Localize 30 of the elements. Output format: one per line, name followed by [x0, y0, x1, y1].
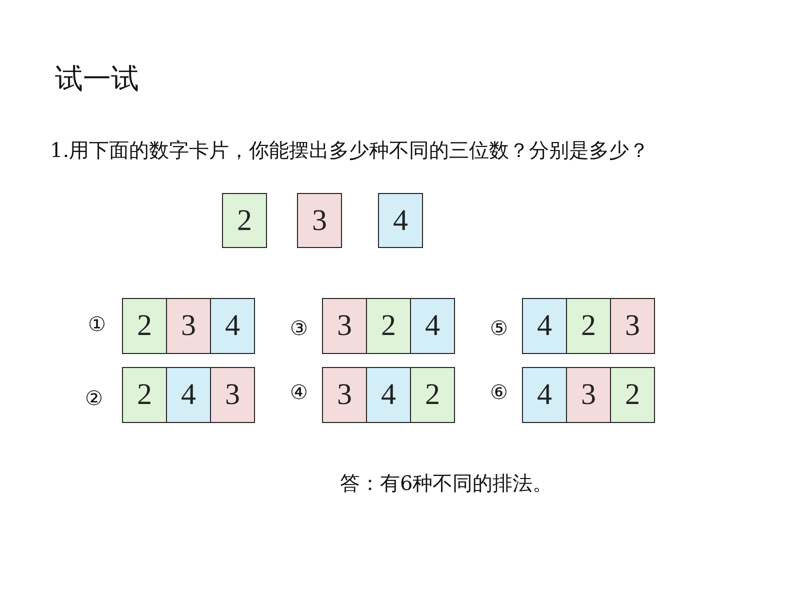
- number-card: 3: [322, 298, 367, 354]
- number-card: 2: [366, 298, 411, 354]
- number-card: 4: [522, 367, 567, 423]
- number-card: 3: [297, 193, 342, 248]
- item-number: ②: [85, 386, 103, 410]
- number-card: 2: [610, 367, 655, 423]
- number-card: 4: [166, 367, 211, 423]
- number-card: 4: [522, 298, 567, 354]
- item-number: ⑥: [490, 380, 508, 404]
- question-text: 1.用下面的数字卡片，你能摆出多少种不同的三位数？分别是多少？: [50, 137, 650, 164]
- number-card: 4: [366, 367, 411, 423]
- number-card: 3: [210, 367, 255, 423]
- number-card: 3: [566, 367, 611, 423]
- number-card: 3: [610, 298, 655, 354]
- number-card: 4: [210, 298, 255, 354]
- item-number: ④: [290, 380, 308, 404]
- number-card: 2: [566, 298, 611, 354]
- number-card: 2: [122, 367, 167, 423]
- answer-text: 答：有6种不同的排法。: [340, 470, 553, 497]
- item-number: ⑤: [490, 316, 508, 340]
- number-card: 4: [410, 298, 455, 354]
- number-card: 2: [222, 193, 267, 248]
- title: 试一试: [55, 61, 139, 97]
- item-number: ③: [290, 316, 308, 340]
- number-card: 4: [378, 193, 423, 248]
- item-number: ①: [88, 312, 106, 336]
- number-card: 2: [122, 298, 167, 354]
- number-card: 2: [410, 367, 455, 423]
- number-card: 3: [322, 367, 367, 423]
- number-card: 3: [166, 298, 211, 354]
